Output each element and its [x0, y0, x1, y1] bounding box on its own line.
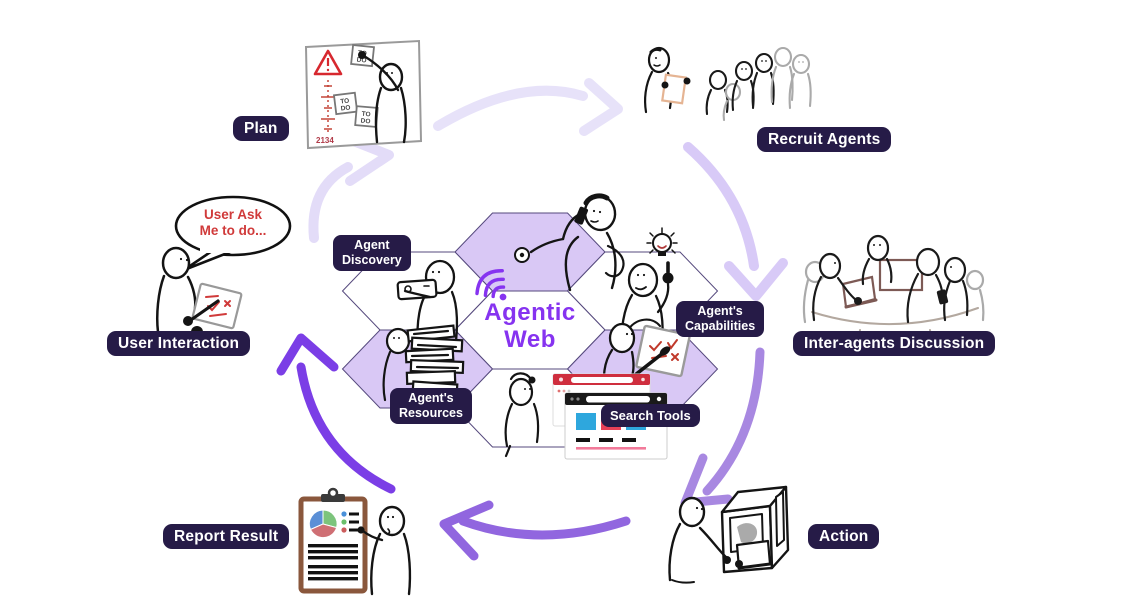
svg-text:DO: DO [356, 56, 366, 64]
laptop [841, 275, 878, 309]
svg-text:TO: TO [340, 97, 350, 105]
label-action: Action [808, 524, 880, 549]
todo-note: TO DO [332, 91, 359, 116]
lightbulb-icon [646, 227, 678, 256]
operator-figure [668, 496, 743, 584]
timeline [321, 80, 335, 133]
arrow-user-to-plan [308, 135, 394, 243]
pie-chart [308, 509, 338, 539]
agent-crowd [705, 46, 812, 122]
plan-illustration: 2134 TO DO TO DO TO DO [304, 39, 423, 150]
speech-bubble-text: User Ask Me to do... [199, 207, 267, 238]
label-user-interaction: User Interaction [107, 331, 251, 356]
svg-text:DO: DO [340, 104, 351, 112]
report-lines [308, 544, 358, 581]
action-illustration [668, 485, 790, 584]
agent-discovery-figure [396, 259, 459, 351]
presenter-figure [357, 505, 412, 596]
legend [341, 511, 359, 533]
sequence-numbers: 2134 [316, 136, 334, 145]
searching-figure [504, 372, 540, 458]
svg-text:TO: TO [361, 111, 370, 119]
speech-bubble [174, 195, 292, 272]
label-inter-agents-discussion: Inter-agents Discussion [793, 331, 996, 356]
user-figure [156, 246, 243, 338]
discussion-figures [802, 234, 985, 324]
recruit-agents-illustration [644, 46, 812, 122]
arrow-action-to-report [439, 500, 631, 561]
table [811, 307, 979, 325]
warning-icon [313, 49, 343, 76]
svg-text:DO: DO [360, 118, 370, 126]
phone-call-figure [514, 193, 625, 292]
arrow-report-to-user [276, 333, 396, 494]
recruiter-figure [644, 46, 691, 114]
arrow-recruit-to-discussion [683, 142, 788, 301]
label-search-tools: Search Tools [601, 404, 700, 427]
label-plan: Plan [233, 116, 289, 141]
report-result-illustration [298, 487, 412, 596]
planner-figure [358, 51, 407, 144]
label-agents-capabilities: Agent's Capabilities [676, 301, 765, 337]
wifi-icon [475, 269, 507, 301]
label-report-result: Report Result [163, 524, 290, 549]
label-recruit-agents: Recruit Agents [757, 127, 892, 152]
monitor [878, 258, 924, 292]
label-agent-discovery: Agent Discovery [333, 235, 411, 271]
arrow-plan-to-recruit [433, 78, 623, 136]
agentic-web-title: Agentic Web [484, 299, 576, 353]
label-agents-resources: Agent's Resources [390, 388, 472, 424]
machine [720, 485, 790, 574]
inter-agents-discussion-illustration [802, 234, 985, 351]
user-interaction-illustration [156, 195, 292, 338]
todo-note: TO DO [354, 105, 379, 128]
request-sheet [191, 282, 243, 330]
clipboard [298, 487, 368, 594]
